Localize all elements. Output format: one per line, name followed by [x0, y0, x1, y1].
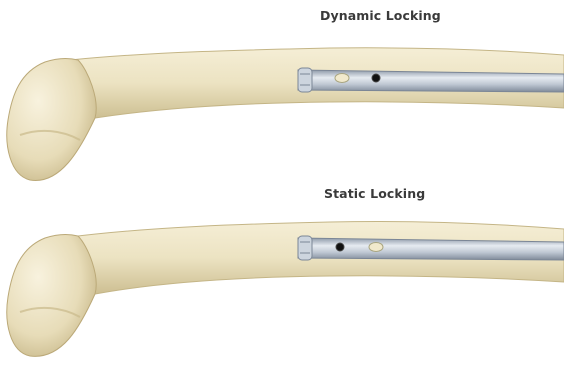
static-locking-panel: Static Locking — [0, 182, 564, 364]
static-locking-illustration — [0, 182, 564, 364]
open-locking-hole — [335, 74, 349, 83]
bone-head — [7, 234, 96, 356]
bone-head — [7, 58, 96, 180]
open-locking-hole — [369, 243, 383, 252]
locking-screw — [372, 74, 380, 82]
dynamic-locking-illustration — [0, 0, 564, 182]
locking-screw — [336, 243, 344, 251]
dynamic-locking-panel: Dynamic Locking — [0, 0, 564, 182]
